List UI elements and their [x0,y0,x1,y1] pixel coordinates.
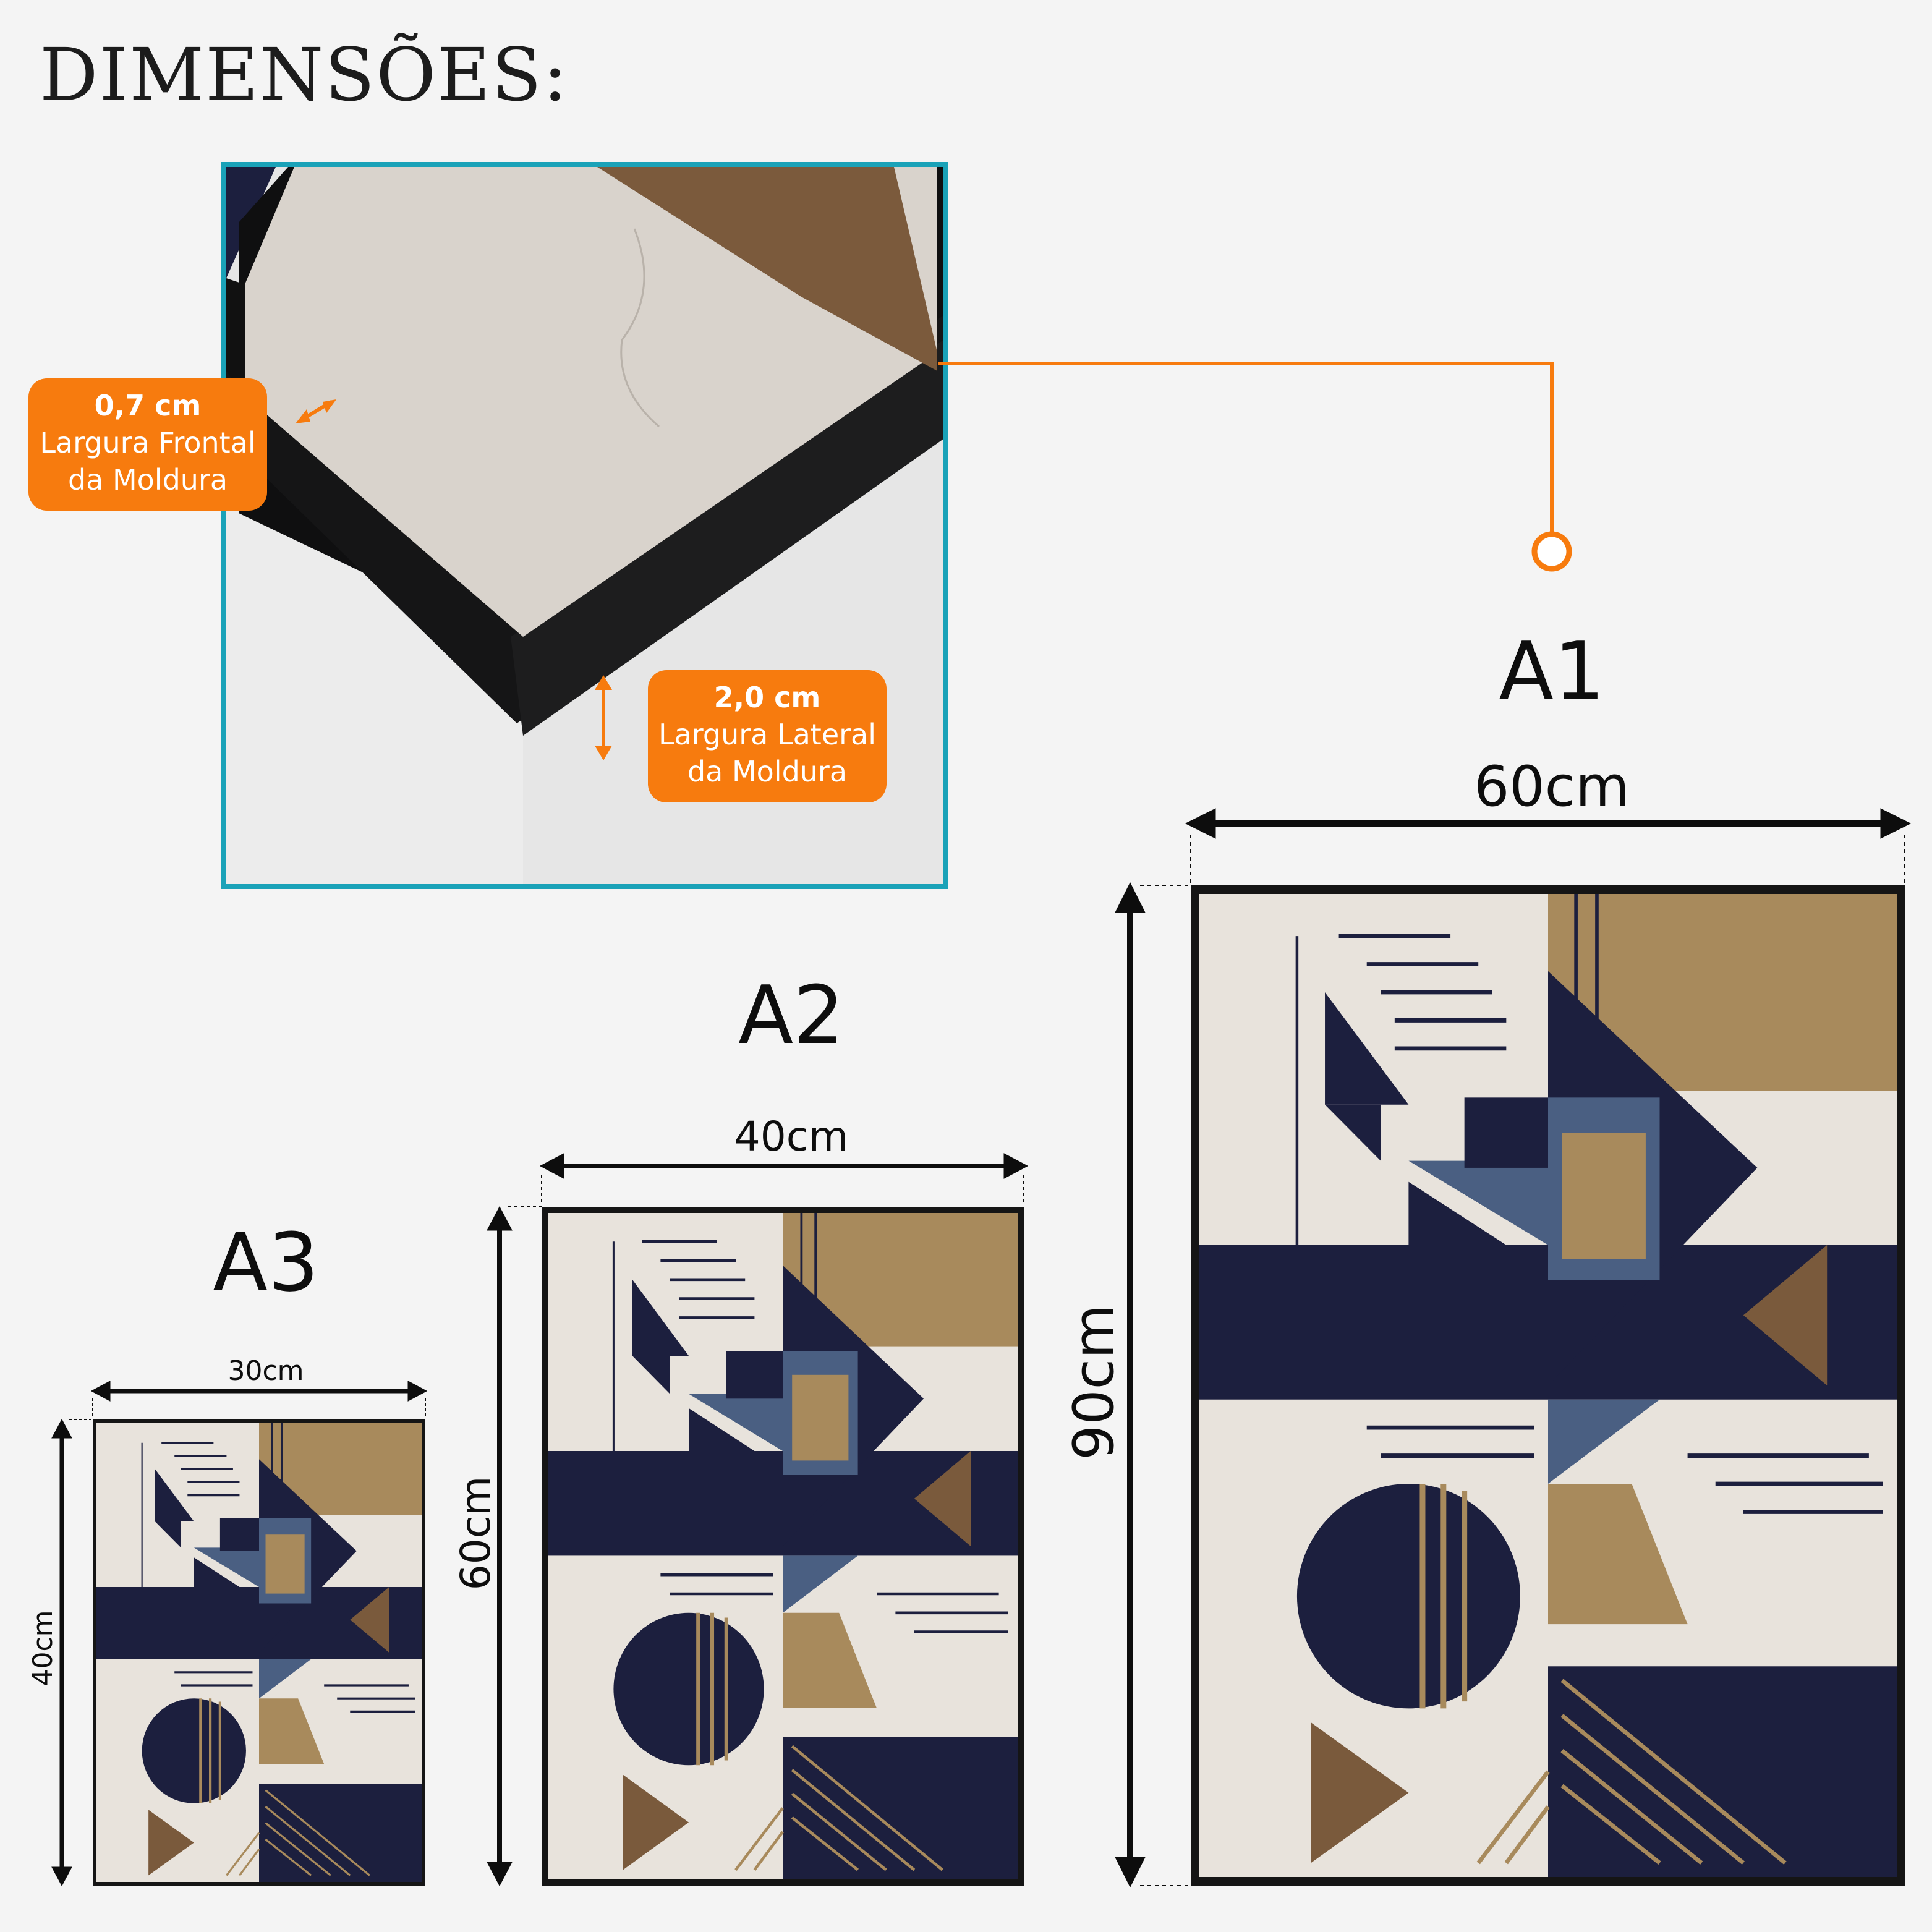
callout-marker [1531,531,1572,572]
a3-height-label: 40cm [27,1610,59,1687]
poster-a1 [1191,885,1905,1886]
a3-height-arrow [51,1418,93,1887]
a1-width-label: 60cm [1474,754,1630,819]
poster-a3 [93,1419,425,1886]
a2-height-arrow [487,1206,542,1887]
a1-height-label: 90cm [1062,1304,1126,1460]
front-width-label-2: da Moldura [67,463,228,496]
side-width-label-1: Largura Lateral [658,718,877,751]
a1-height-arrow [1115,882,1191,1888]
side-width-callout: 2,0 cm Largura Lateral da Moldura [648,670,887,802]
front-width-label-1: Largura Frontal [40,426,256,459]
a1-width-arrow [1185,808,1912,884]
a2-width-arrow [539,1153,1029,1206]
a2-height-label: 60cm [452,1476,500,1591]
page-title: DIMENSÕES: [40,32,569,117]
size-name-a2: A2 [738,968,845,1062]
a3-width-label: 30cm [228,1355,304,1387]
side-width-value: 2,0 cm [713,681,821,714]
front-width-value: 0,7 cm [94,389,202,422]
size-name-a1: A1 [1499,624,1605,718]
poster-a2 [542,1207,1024,1886]
a2-width-label: 40cm [734,1113,849,1160]
size-name-a3: A3 [213,1215,319,1309]
callout-connector [938,362,1554,532]
a3-width-arrow [90,1381,428,1418]
side-width-label-2: da Moldura [687,755,848,788]
front-width-callout: 0,7 cm Largura Frontal da Moldura [28,378,267,511]
